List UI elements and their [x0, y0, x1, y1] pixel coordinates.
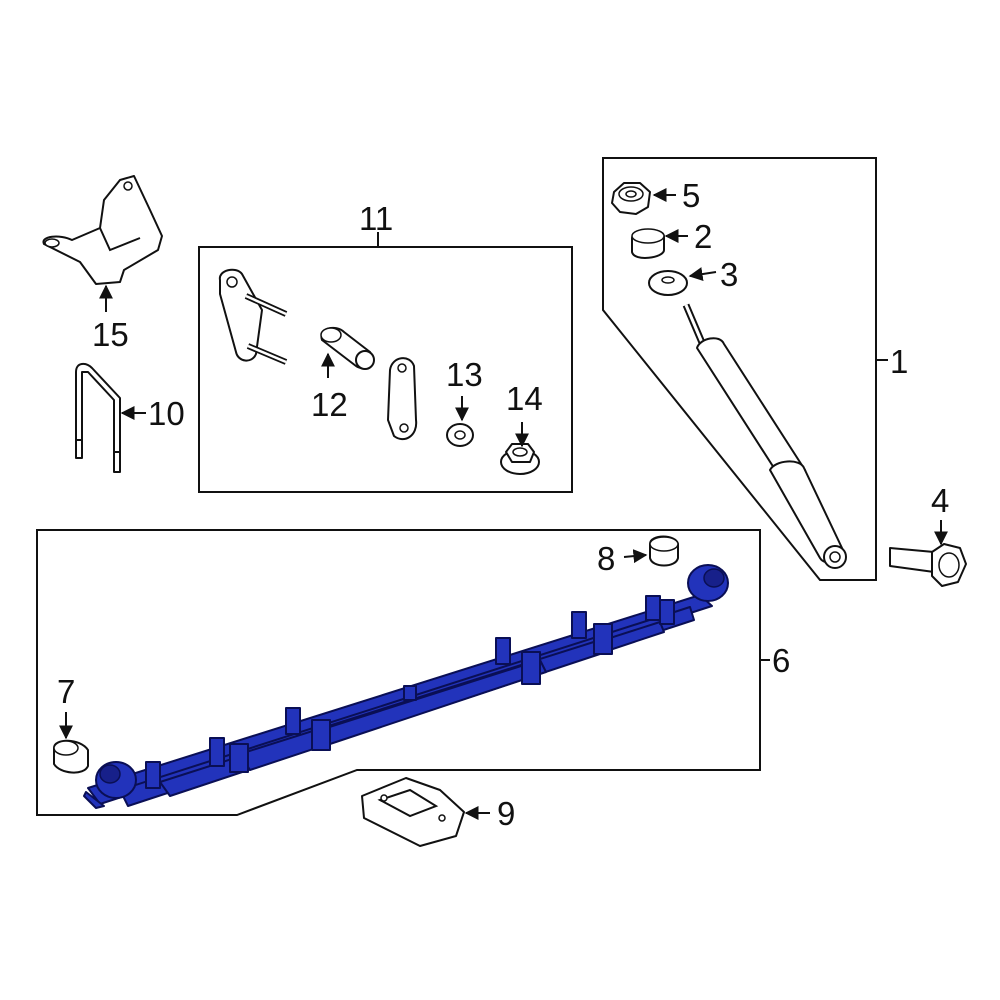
callout-13: 13: [446, 356, 483, 393]
pin-part-12: [320, 326, 375, 370]
shackle-plate: [218, 268, 288, 365]
washer-part-13: [446, 423, 474, 447]
u-bolt-part-10: [75, 362, 121, 473]
side-plate: [387, 357, 418, 441]
plate-part-9: [361, 777, 465, 847]
callout-14: 14: [506, 380, 543, 417]
leader-arrows: [59, 188, 948, 820]
callout-8: 8: [597, 540, 615, 577]
flange-nut-part-14: [500, 443, 540, 475]
callout-15: 15: [92, 316, 129, 353]
callout-12: 12: [311, 386, 348, 423]
nut-part-5: [611, 182, 651, 215]
callout-4: 4: [931, 482, 949, 519]
leaf-spring-part-6: [83, 564, 729, 809]
callout-7: 7: [57, 673, 75, 710]
callout-10: 10: [148, 395, 185, 432]
callout-3: 3: [720, 256, 738, 293]
callout-1: 1: [890, 343, 908, 380]
bushing-part-8: [649, 535, 679, 567]
bracket-part-15: [42, 175, 163, 285]
callout-labels: 1 2 3 4 5 6 7 8 9 10 11 12 13 14 15: [57, 177, 949, 832]
bushing-part-2: [631, 228, 665, 259]
callout-6: 6: [772, 642, 790, 679]
callout-5: 5: [682, 177, 700, 214]
shock-absorber-group-box: [602, 157, 888, 581]
callout-2: 2: [694, 218, 712, 255]
bolt-part-4: [889, 543, 967, 587]
shock-absorber-part-1: [682, 303, 847, 569]
bushing-part-7: [53, 739, 89, 774]
callout-11: 11: [359, 200, 393, 237]
callout-9: 9: [497, 795, 515, 832]
washer-part-3: [648, 270, 688, 296]
